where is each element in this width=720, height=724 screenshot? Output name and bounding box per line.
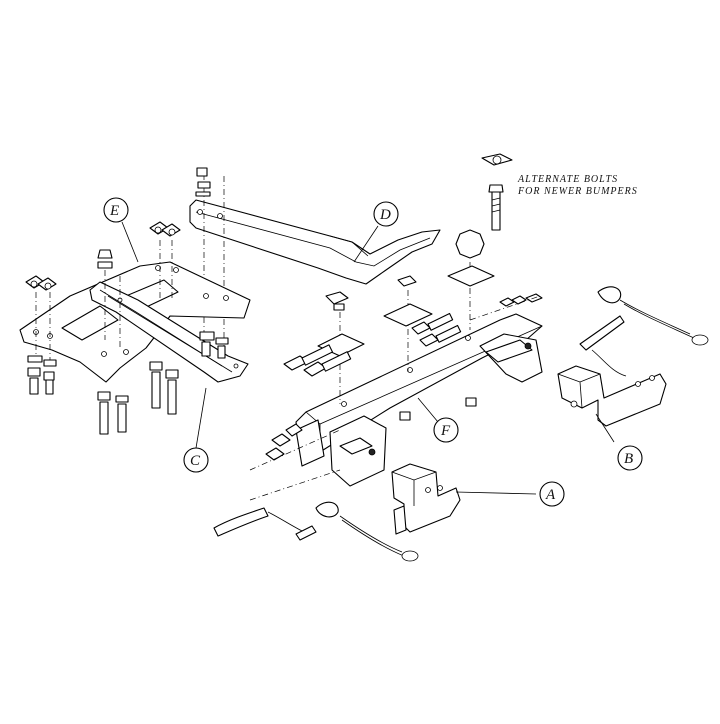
alternate-bolts-note: ALTERNATE BOLTS FOR NEWER BUMPERS [517,174,638,197]
callout-e-label: E [109,203,119,219]
callout-d-label: D [379,207,391,223]
part-b-bracket [557,365,667,427]
part-f-crossbar [295,313,543,487]
carriage-plate-right [447,229,495,330]
left-hardware [25,221,229,435]
safety-cables [213,286,709,562]
note-line-2: FOR NEWER BUMPERS [517,186,638,197]
callout-b: B [617,445,643,471]
callout-c: C [183,447,209,473]
part-a-bracket [391,463,461,535]
callout-d: D [373,201,399,227]
callout-f: F [433,417,459,443]
part-c-channel [89,281,249,383]
callout-b-label: B [624,451,633,467]
callout-a: A [539,481,565,507]
part-d-brace [189,167,441,346]
callout-a-label: A [545,487,556,503]
note-line-1: ALTERNATE BOLTS [517,174,618,185]
callout-c-label: C [190,453,201,469]
carriage-plates-center [249,275,543,471]
leader-lines [121,221,615,495]
callout-e: E [103,197,129,223]
callout-f-label: F [440,423,451,439]
alternate-bolt [481,153,513,231]
